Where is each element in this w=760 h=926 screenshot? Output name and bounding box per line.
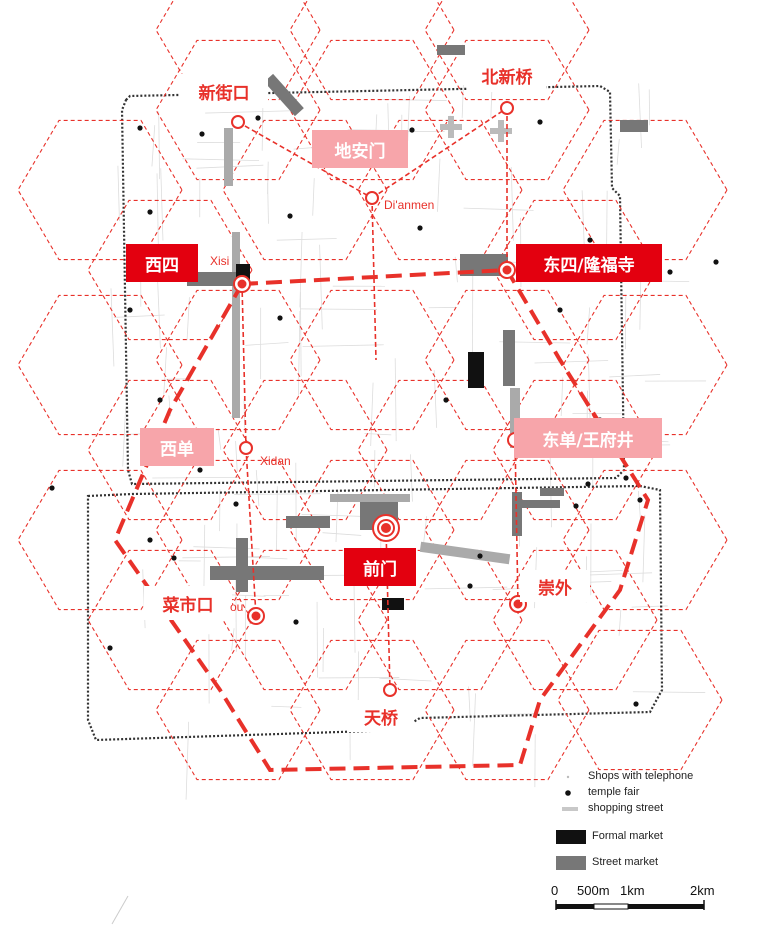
hexagon-cell (289, 639, 455, 781)
legend-shopping-street: shopping street (588, 802, 664, 814)
hexagon-cell (289, 0, 455, 101)
hexagon-cell (424, 0, 590, 101)
legend-street-market: Street market (592, 856, 659, 868)
legend-symbols (556, 775, 586, 870)
station-label-xidan: 西单 (140, 428, 214, 466)
station-label-qianmen: 前门 (344, 548, 416, 586)
station-label-caishikou: 菜市口 (144, 586, 232, 620)
scale-bar (555, 900, 705, 910)
station-markers (231, 101, 527, 697)
station-label-beixinqiao: 北新桥 (468, 58, 546, 92)
scale-label-0: 0 (551, 883, 559, 898)
station-label-tianqiao: 天桥 (348, 700, 414, 732)
pinyin-label-xisi: Xisi (210, 254, 230, 268)
hexagon-cell (155, 0, 321, 101)
station-label-xisi: 西四 (126, 244, 198, 282)
hexagon-cell (289, 289, 455, 431)
station-label-dianmen: 地安门 (312, 130, 408, 168)
scale-label-500m: 500m (577, 883, 610, 898)
legend-temple-fair: temple fair (588, 786, 640, 798)
hexagon-cell (222, 119, 388, 261)
hexagon-cell (557, 629, 723, 771)
hexagon-cell (222, 379, 388, 521)
hexagon-cell (424, 639, 590, 781)
hexagon-cell (17, 469, 183, 611)
hexagon-cell (492, 199, 658, 341)
hexagon-cell (155, 39, 321, 181)
hexagon-cell (155, 289, 321, 431)
legend-formal-market: Formal market (592, 830, 663, 842)
hexagon-cell (155, 459, 321, 601)
hexagon-cell (562, 469, 728, 611)
scale-label-1km: 1km (620, 883, 645, 898)
outer-city-wall (86, 484, 664, 742)
main-ring-route (112, 267, 651, 773)
hexagon-cell (424, 39, 590, 181)
hexagon-cell (562, 294, 728, 436)
pinyin-label-caishikou: ou (230, 600, 244, 614)
station-label-chongwai: 崇外 (520, 570, 590, 602)
station-label-xinjiekou: 新街口 (180, 74, 268, 108)
hexagon-cell (155, 639, 321, 781)
hexagon-cell (87, 199, 253, 341)
hexagon-cell (492, 549, 658, 691)
pinyin-label-dianmen: Di'anmen (384, 198, 435, 212)
pinyin-label-xidan: Xidan (260, 454, 291, 468)
hexagon-cell (289, 459, 455, 601)
station-label-dongdan-wangfujing: 东单/王府井 (514, 418, 662, 458)
hexagon-cell (562, 119, 728, 261)
hexagon-cell (87, 549, 253, 691)
hexagon-cell (87, 379, 253, 521)
market-blocks (187, 45, 648, 610)
hexagon-cell (17, 294, 183, 436)
hexagon-cell (289, 39, 455, 181)
legend-shops: Shops with telephone (588, 770, 694, 782)
scale-label-2km: 2km (690, 883, 715, 898)
station-label-dongsi-longfusi: 东四/隆福寺 (516, 244, 662, 282)
hexagon-cell (492, 379, 658, 521)
